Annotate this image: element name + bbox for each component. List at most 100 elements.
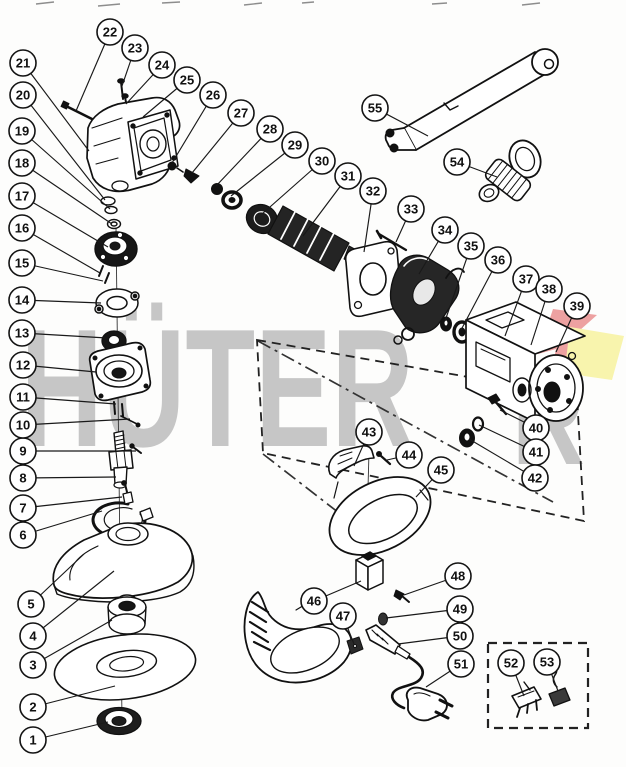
lower-bearing <box>459 428 475 448</box>
balloon-47 <box>329 602 357 630</box>
power-cable-plug <box>390 655 454 722</box>
leader-line-15 <box>21 262 104 282</box>
rear-handle-half <box>243 591 353 684</box>
balloon-number-8: 8 <box>19 471 26 486</box>
balloon-29 <box>281 131 309 159</box>
gear-housing <box>60 78 181 193</box>
leader-line-21 <box>22 62 90 152</box>
balloon-number-38: 38 <box>542 282 556 297</box>
balloon-31 <box>334 162 362 190</box>
leader-line-10 <box>22 418 131 426</box>
balloon-11 <box>9 383 37 411</box>
balloon-number-18: 18 <box>15 156 29 171</box>
balloon-33 <box>397 195 425 223</box>
balloon-number-23: 23 <box>128 41 142 56</box>
lock-pin <box>176 167 200 184</box>
balloon-number-40: 40 <box>529 421 543 436</box>
balloon-number-5: 5 <box>27 597 34 612</box>
leader-line-7 <box>22 496 123 509</box>
brush-kit-dashed-box <box>486 641 590 730</box>
balloon-5 <box>17 590 45 618</box>
balloon-number-42: 42 <box>528 471 542 486</box>
balloon-number-1: 1 <box>29 733 36 748</box>
balloon-number-15: 15 <box>15 256 29 271</box>
balloon-18 <box>8 149 36 177</box>
leader-line-19 <box>21 130 111 210</box>
balloon-43 <box>355 418 383 446</box>
logo-emblem-yellow <box>566 327 624 380</box>
balloon-number-25: 25 <box>180 73 194 88</box>
handle-bracket <box>328 445 375 479</box>
balloon-49 <box>446 595 474 623</box>
balloon-number-53: 53 <box>540 655 554 670</box>
stator <box>389 254 465 345</box>
balloon-7 <box>9 494 37 522</box>
leader-line-2 <box>32 685 116 708</box>
balloon-number-2: 2 <box>29 700 36 715</box>
balloon-50 <box>446 622 474 650</box>
balloon-32 <box>359 177 387 205</box>
balloon-36 <box>484 246 512 274</box>
balloon-number-44: 44 <box>402 448 417 463</box>
spanner-wrench <box>384 48 559 153</box>
balloon-number-12: 12 <box>16 358 30 373</box>
balloon-20 <box>9 81 37 109</box>
balloon-number-54: 54 <box>450 155 465 170</box>
balloon-23 <box>121 34 149 62</box>
balloon-16 <box>8 214 36 242</box>
balloon-17 <box>8 182 36 210</box>
balloon-number-36: 36 <box>491 253 505 268</box>
washer <box>471 416 485 432</box>
balloon-number-30: 30 <box>315 154 329 169</box>
spindle-flange <box>94 288 140 318</box>
balloon-42 <box>521 464 549 492</box>
balloon-55 <box>361 94 389 122</box>
balloon-number-46: 46 <box>307 594 321 609</box>
balloon-number-52: 52 <box>504 656 518 671</box>
bearing-housing <box>88 341 152 428</box>
balloon-number-49: 49 <box>453 602 467 617</box>
balloon-12 <box>9 351 37 379</box>
leader-line-16 <box>21 227 101 274</box>
balloon-48 <box>444 562 472 590</box>
balloon-51 <box>447 650 475 678</box>
balloon-number-13: 13 <box>15 326 29 341</box>
balloon-number-17: 17 <box>15 189 29 204</box>
balloon-54 <box>443 148 471 176</box>
balloon-number-29: 29 <box>288 138 302 153</box>
clamp-screw <box>393 589 410 603</box>
balloon-6 <box>9 521 37 549</box>
balloon-15 <box>8 249 36 277</box>
balloon-44 <box>395 441 423 469</box>
balloon-number-4: 4 <box>29 629 37 644</box>
front-bearing <box>221 190 243 210</box>
balloon-number-28: 28 <box>263 122 277 137</box>
bevel-gear <box>94 231 138 284</box>
leader-line-13 <box>21 332 108 339</box>
balloon-number-22: 22 <box>103 25 117 40</box>
balloon-2 <box>19 693 47 721</box>
balloon-number-26: 26 <box>206 88 220 103</box>
balloon-number-31: 31 <box>341 169 355 184</box>
balloon-number-32: 32 <box>366 184 380 199</box>
balloon-27 <box>227 99 255 127</box>
balloon-number-34: 34 <box>438 223 453 238</box>
leader-line-11 <box>22 396 117 405</box>
balloon-number-47: 47 <box>336 609 350 624</box>
balloon-number-10: 10 <box>16 418 30 433</box>
switch-block <box>355 551 384 591</box>
balloon-45 <box>427 456 455 484</box>
leader-line-18 <box>21 162 113 225</box>
leader-line-20 <box>22 94 106 201</box>
balloon-25 <box>173 66 201 94</box>
balloon-37 <box>512 265 540 293</box>
clamp-nut <box>96 706 142 736</box>
cord-grommet <box>378 612 388 626</box>
balloon-1 <box>19 726 47 754</box>
brush-holder <box>511 681 542 718</box>
scan-artifacts <box>35 1 541 7</box>
balloon-35 <box>457 232 485 260</box>
balloon-number-16: 16 <box>15 221 29 236</box>
balloon-number-7: 7 <box>19 501 26 516</box>
